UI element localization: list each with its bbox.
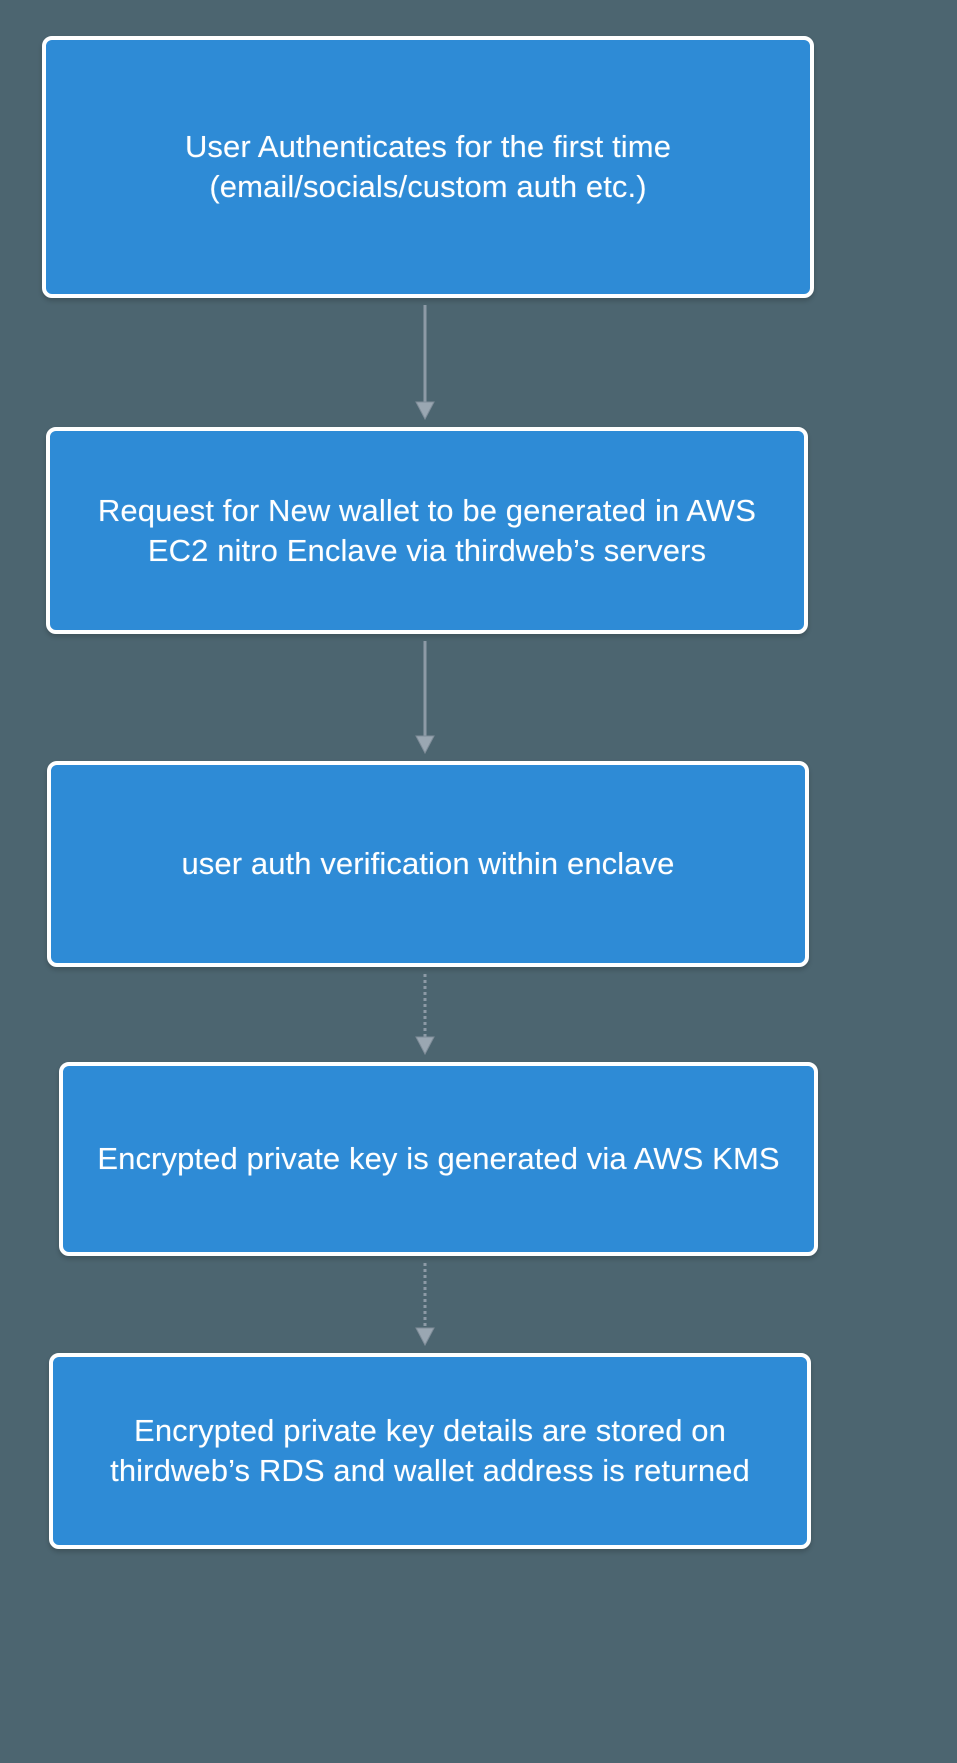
- edge-node2-node3: [415, 641, 435, 755]
- edge-node4-node5: [415, 1263, 435, 1347]
- edge-node3-node4: [415, 974, 435, 1056]
- flow-node-label: user auth verification within enclave: [181, 846, 675, 882]
- flow-node-user-authenticates[interactable]: User Authenticates for the first time (e…: [42, 36, 814, 298]
- flow-node-user-auth-verification[interactable]: user auth verification within enclave: [47, 761, 809, 967]
- flow-node-label: Encrypted private key details are stored…: [110, 1413, 750, 1488]
- flow-node-key-details-stored[interactable]: Encrypted private key details are stored…: [49, 1353, 811, 1549]
- flow-node-encrypted-private-key-generated[interactable]: Encrypted private key is generated via A…: [59, 1062, 818, 1256]
- edge-node1-node2: [415, 305, 435, 421]
- flow-node-label: User Authenticates for the first time (e…: [184, 129, 672, 204]
- flow-node-label: Encrypted private key is generated via A…: [97, 1141, 780, 1177]
- flow-node-request-new-wallet[interactable]: Request for New wallet to be generated i…: [46, 427, 808, 634]
- flow-node-label: Request for New wallet to be generated i…: [97, 492, 757, 568]
